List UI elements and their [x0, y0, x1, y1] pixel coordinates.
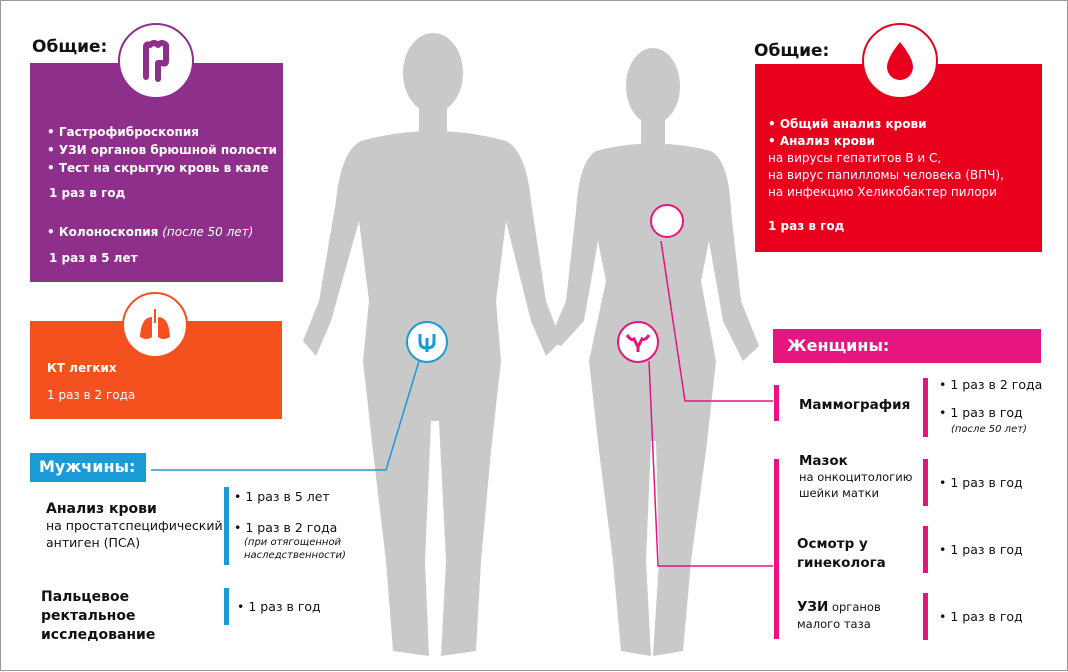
- note: (после 50 лет): [162, 225, 254, 239]
- list-item: • Тест на скрытую кровь в кале: [47, 161, 269, 175]
- frequency: • 1 раз в 2 года: [234, 520, 338, 535]
- frequency: • 1 раз в год: [939, 405, 1023, 420]
- divider-bar: [923, 378, 928, 437]
- detail-line: на вирус папилломы человека (ВПЧ),: [768, 168, 1004, 182]
- frequency: • 1 раз в год: [939, 542, 1023, 557]
- uterus-icon: [617, 321, 659, 363]
- frequency: • 1 раз в 5 лет: [234, 489, 330, 504]
- list-item: • Общий анализ крови: [768, 117, 927, 131]
- note: (после 50 лет): [951, 424, 1027, 435]
- women-row-smear: Мазок на онкоцитологию шейки матки: [799, 453, 919, 501]
- frequency: 1 раз в 5 лет: [49, 251, 138, 265]
- women-heading: Женщины:: [773, 329, 1041, 363]
- row-title: Маммография: [799, 397, 911, 413]
- list-item: • УЗИ органов брюшной полости: [47, 143, 277, 157]
- male-silhouette: [303, 33, 561, 656]
- frequency: • 1 раз в 2 года: [939, 377, 1043, 392]
- row-title: УЗИ: [797, 599, 829, 615]
- divider-bar: [224, 588, 229, 625]
- divider-bar: [923, 459, 928, 506]
- intestine-icon: [118, 23, 194, 99]
- list-item: • Колоноскопия: [47, 225, 159, 239]
- row-subtitle: органов малого таза: [797, 600, 881, 631]
- row-subtitle: на онкоцитологию шейки матки: [799, 470, 913, 500]
- female-silhouette: [549, 48, 759, 656]
- women-row-ultrasound: УЗИ органов малого таза: [797, 599, 907, 633]
- frequency: • 1 раз в год: [939, 609, 1023, 624]
- general-right-heading: Общие:: [754, 41, 830, 61]
- men-row-blood: Анализ крови на простатспецифический ант…: [46, 501, 226, 551]
- general-left-heading: Общие:: [32, 37, 108, 57]
- frequency: 1 раз в год: [49, 186, 126, 200]
- divider-bar: [774, 459, 779, 639]
- lungs-title: КТ легких: [47, 361, 117, 375]
- row-title: Пальцевое ректальное исследование: [41, 589, 156, 643]
- row-title: Анализ крови: [46, 501, 157, 517]
- detail-line: на вирусы гепатитов В и С,: [768, 151, 942, 165]
- list-item: • Анализ крови: [768, 134, 875, 148]
- divider-bar: [923, 526, 928, 573]
- frequency: • 1 раз в год: [237, 599, 321, 614]
- blood-drop-icon: [862, 23, 938, 99]
- frequency: 1 раз в год: [768, 219, 845, 233]
- detail-line: на инфекцию Хеликобактер пилори: [768, 185, 997, 199]
- divider-bar: [224, 487, 229, 565]
- list-item: • Гастрофиброскопия: [47, 125, 199, 139]
- men-heading: Мужчины:: [30, 453, 146, 482]
- frequency: 1 раз в 2 года: [47, 388, 136, 402]
- divider-bar: [923, 593, 928, 640]
- row-title: Мазок: [799, 453, 848, 469]
- row-title: Осмотр у гинеколога: [797, 536, 886, 571]
- row-subtitle: на простатспецифический антиген (ПСА): [46, 518, 223, 550]
- lungs-icon: [122, 292, 188, 358]
- note: (при отягощенной наследственности): [244, 537, 346, 561]
- frequency: • 1 раз в год: [939, 475, 1023, 490]
- divider-bar: [774, 385, 779, 421]
- general-left-box: • Гастрофиброскопия • УЗИ органов брюшно…: [30, 63, 283, 282]
- breast-marker: [650, 204, 684, 238]
- male-reproductive-icon: [406, 321, 448, 363]
